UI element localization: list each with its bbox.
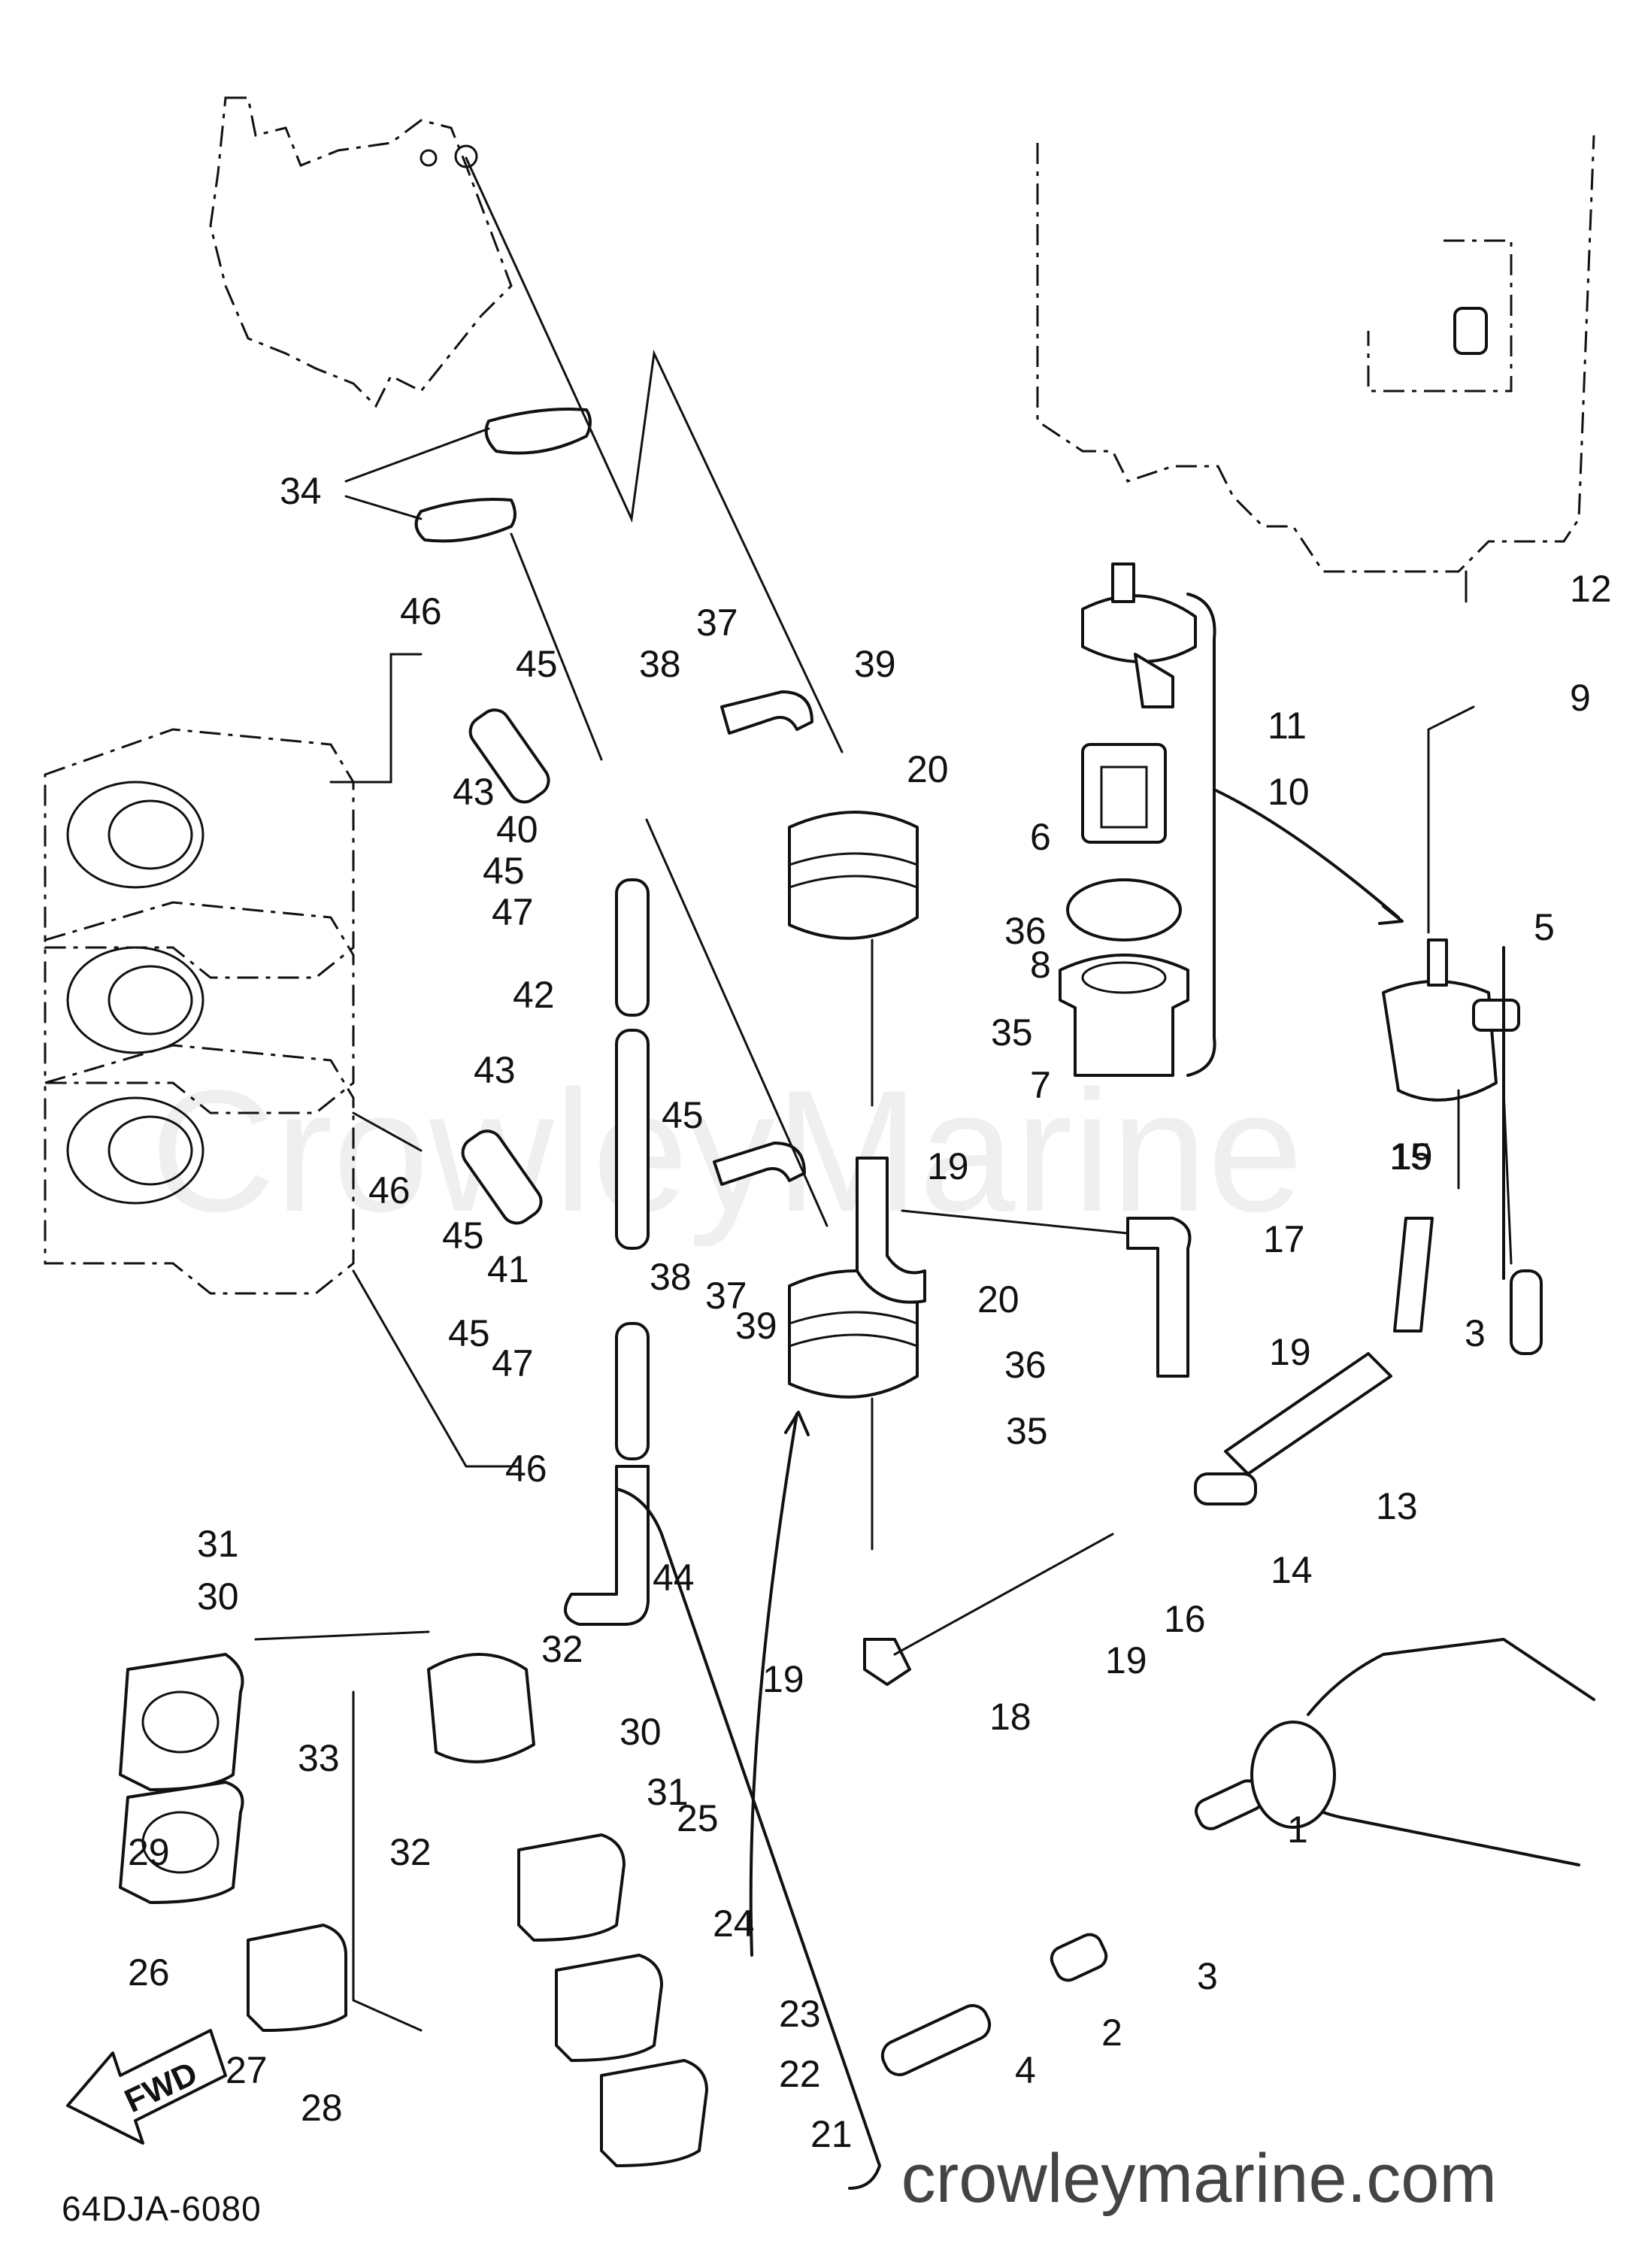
- callout-2: 2: [1101, 2012, 1122, 2054]
- callout-29: 29: [128, 1831, 170, 1873]
- callout-25: 25: [677, 1797, 719, 1839]
- callout-45c: 45: [662, 1094, 704, 1136]
- callout-23: 23: [779, 1993, 821, 2035]
- callout-45a: 45: [516, 643, 558, 685]
- callout-26: 26: [128, 1951, 170, 1994]
- callout-35b: 35: [1006, 1410, 1048, 1452]
- callout-1: 1: [1287, 1809, 1308, 1851]
- callout-labels: 1 2 3 3 4 5 6 7 8 9 10 11 12 13 14 15 16…: [128, 470, 1612, 2155]
- callout-18: 18: [989, 1696, 1031, 1738]
- watermark-text: CrowleyMarine: [150, 1054, 1304, 1248]
- fuel-filter-assembly: [1059, 562, 1216, 1077]
- callout-45e: 45: [448, 1312, 490, 1354]
- callout-45d: 45: [442, 1214, 484, 1257]
- callout-32b: 32: [389, 1831, 432, 1873]
- callout-9: 9: [1570, 677, 1591, 719]
- carburetor-stack: [44, 728, 355, 1295]
- callout-44: 44: [653, 1557, 695, 1599]
- callout-3b: 3: [1465, 1312, 1486, 1354]
- flow-arrow-top: [1213, 788, 1400, 919]
- callout-43a: 43: [453, 771, 495, 813]
- callout-37b: 37: [705, 1275, 747, 1317]
- callout-30b: 30: [620, 1711, 662, 1753]
- callout-32a: 32: [541, 1628, 583, 1670]
- callout-5: 5: [1534, 906, 1555, 948]
- engine-cowling-outline: [1036, 135, 1595, 573]
- callout-19b: 19: [1269, 1331, 1311, 1373]
- callout-19a: 19: [927, 1145, 969, 1187]
- callout-38a: 38: [639, 643, 681, 685]
- callout-20b: 20: [977, 1278, 1019, 1320]
- flow-arrow-bottom: [749, 1412, 798, 1957]
- fuel-hoses: [461, 690, 1543, 2076]
- callout-22: 22: [779, 2053, 821, 2095]
- engine-block-outline: [209, 96, 513, 408]
- callout-12: 12: [1570, 568, 1612, 610]
- fuel-pump-exploded: [119, 1487, 881, 2190]
- callout-7: 7: [1030, 1064, 1051, 1106]
- callout-46a: 46: [400, 590, 442, 632]
- fwd-arrow: FWD: [66, 2029, 227, 2145]
- callout-41: 41: [487, 1248, 529, 1290]
- callout-21: 21: [810, 2113, 853, 2155]
- callout-42: 42: [513, 974, 555, 1016]
- callout-34: 34: [280, 470, 322, 512]
- callout-43b: 43: [474, 1049, 516, 1091]
- callout-3a: 3: [1197, 1955, 1218, 1997]
- callout-8: 8: [1030, 944, 1051, 986]
- gasket-34: [414, 408, 592, 543]
- callout-16: 16: [1164, 1598, 1206, 1640]
- callout-19e: 19: [1391, 1136, 1433, 1178]
- callout-10: 10: [1268, 771, 1310, 813]
- fuel-pump-upper: [788, 811, 919, 940]
- callout-24: 24: [713, 1903, 755, 1945]
- callout-35a: 35: [991, 1011, 1033, 1054]
- callout-37a: 37: [696, 602, 738, 644]
- callout-47b: 47: [492, 1342, 534, 1384]
- callout-46c: 46: [505, 1448, 547, 1490]
- fuel-filter-5: [1382, 938, 1520, 1102]
- callout-13: 13: [1376, 1485, 1418, 1527]
- callout-30a: 30: [197, 1575, 239, 1618]
- callout-20a: 20: [907, 748, 949, 790]
- website-watermark: crowleymarine.com: [901, 2140, 1497, 2217]
- callout-38b: 38: [650, 1256, 692, 1298]
- callout-46b: 46: [368, 1169, 410, 1211]
- callout-47a: 47: [492, 891, 534, 933]
- leader-lines: [254, 156, 1513, 2032]
- diagram-code: 64DJA-6080: [62, 2189, 262, 2228]
- callout-6: 6: [1030, 816, 1051, 858]
- callout-39a: 39: [854, 643, 896, 685]
- callout-17: 17: [1263, 1218, 1305, 1260]
- callout-19c: 19: [762, 1658, 804, 1700]
- callout-11: 11: [1268, 705, 1307, 747]
- callout-4: 4: [1015, 2049, 1036, 2091]
- callout-28: 28: [301, 2087, 343, 2129]
- callout-14: 14: [1271, 1549, 1313, 1591]
- callout-19d: 19: [1105, 1639, 1147, 1681]
- callout-36b: 36: [1004, 1344, 1047, 1386]
- callout-40: 40: [496, 808, 538, 850]
- callout-15: 15: [1389, 1136, 1431, 1178]
- callout-33: 33: [298, 1737, 340, 1779]
- callout-39b: 39: [735, 1305, 777, 1347]
- fuel-joint-outline: [1250, 946, 1595, 1866]
- fuel-pump-lower: [788, 1269, 919, 1399]
- callout-27: 27: [226, 2049, 268, 2091]
- callout-31a: 31: [197, 1523, 239, 1565]
- callout-45b: 45: [483, 850, 525, 892]
- callout-31b: 31: [647, 1771, 689, 1813]
- callout-36a: 36: [1004, 910, 1047, 952]
